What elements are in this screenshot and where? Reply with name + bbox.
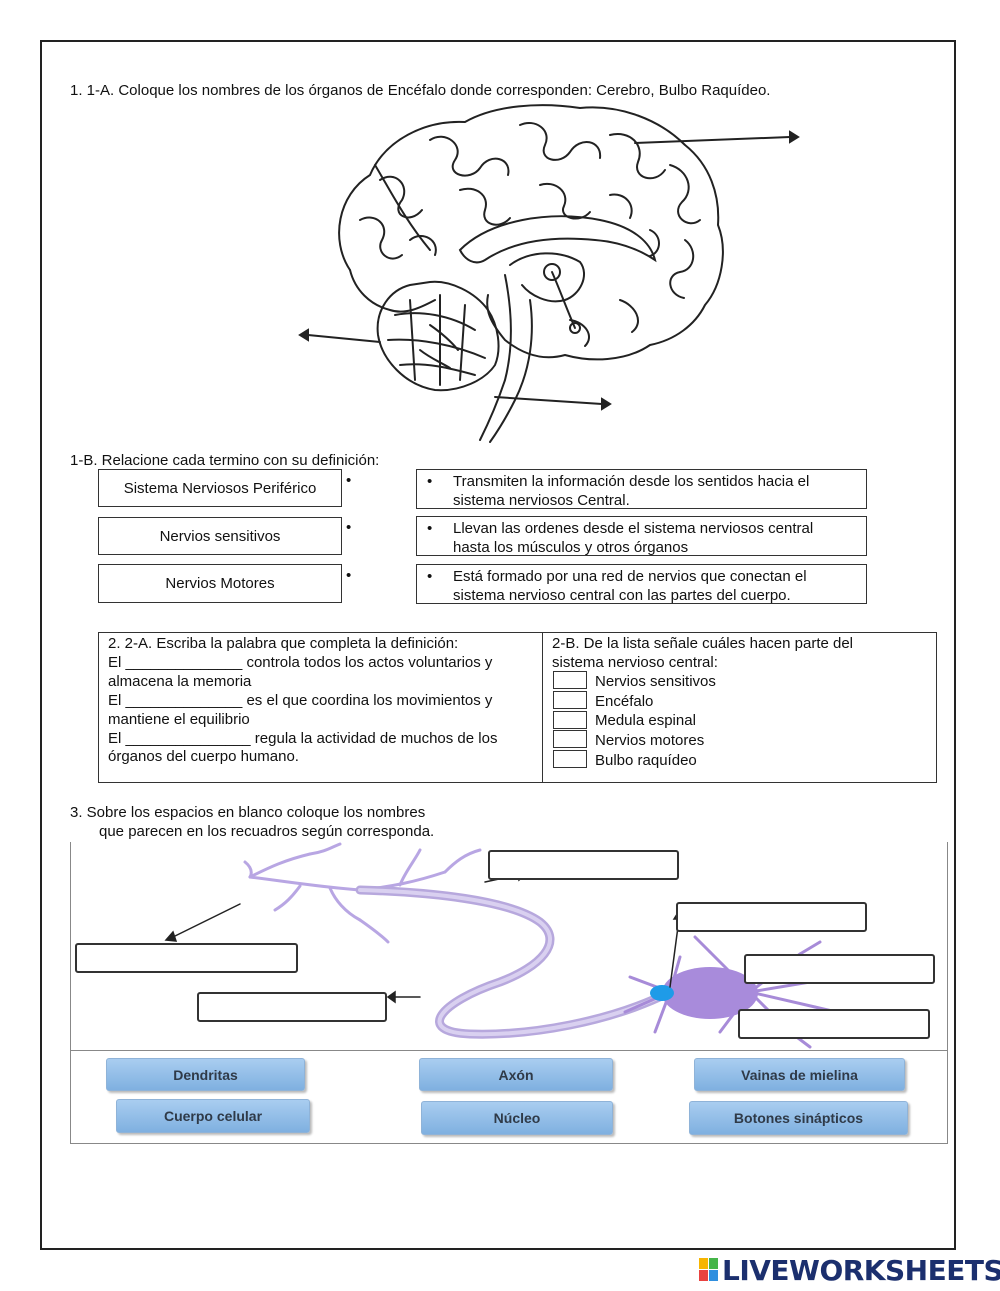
answer-box-2[interactable] — [75, 943, 298, 973]
answer-box-1[interactable] — [488, 850, 679, 880]
liveworksheets-logo-icon — [699, 1258, 719, 1282]
word-dendritas[interactable]: Dendritas — [106, 1058, 305, 1091]
option-1: Nervios sensitivos — [595, 673, 716, 690]
word-botones-sinapticos[interactable]: Botones sinápticos — [689, 1101, 908, 1135]
q2a-line-5: mantiene el equilibrio — [108, 711, 250, 728]
bullet-icon: • — [427, 568, 433, 585]
q2b-line-1: 2-B. De la lista señale cuáles hacen par… — [552, 635, 854, 652]
definition-1[interactable]: • Transmiten la información desde los se… — [416, 469, 867, 509]
bullet-icon: • — [427, 520, 433, 537]
term-dot-1[interactable]: • — [346, 472, 352, 489]
checkbox-5[interactable] — [553, 750, 587, 768]
q2-table — [98, 632, 937, 783]
definition-2-line-2: hasta los músculos y otros órganos — [453, 539, 689, 556]
checkbox-1[interactable] — [553, 671, 587, 689]
term-dot-2[interactable]: • — [346, 519, 352, 536]
word-nucleo[interactable]: Núcleo — [421, 1101, 613, 1135]
definition-3-line-2: sistema nervioso central con las partes … — [453, 587, 791, 604]
q2a-line-3: almacena la memoria — [108, 673, 252, 690]
checkbox-2[interactable] — [553, 691, 587, 709]
q1a-title: 1. 1-A. Coloque los nombres de los órgan… — [70, 82, 771, 99]
q2a-line-6: El _______________ regula la actividad d… — [108, 730, 498, 747]
q2a-line-1: 2. 2-A. Escriba la palabra que completa … — [108, 635, 459, 652]
answer-box-4[interactable] — [744, 954, 935, 984]
option-3: Medula espinal — [595, 712, 696, 729]
term-1[interactable]: Sistema Nerviosos Periférico — [98, 469, 342, 507]
definition-3[interactable]: • Está formado por una red de nervios qu… — [416, 564, 867, 604]
answer-box-3[interactable] — [676, 902, 867, 932]
q2a-line-4: El ______________ es el que coordina los… — [108, 692, 493, 709]
page-frame — [40, 40, 956, 1250]
checkbox-3[interactable] — [553, 711, 587, 729]
definition-1-line-1: Transmiten la información desde los sent… — [453, 473, 810, 490]
option-2: Encéfalo — [595, 693, 654, 710]
liveworksheets-logo: LIVEWORKSHEETS — [722, 1254, 1000, 1287]
neuron-frame-right — [947, 842, 948, 1144]
brain-diagram — [298, 104, 800, 443]
neuron-frame-bottom — [70, 1143, 948, 1144]
word-axon[interactable]: Axón — [419, 1058, 613, 1091]
neuron-frame-divider — [70, 1050, 948, 1051]
checkbox-4[interactable] — [553, 730, 587, 748]
bullet-icon: • — [427, 473, 433, 490]
term-dot-3[interactable]: • — [346, 567, 352, 584]
term-2[interactable]: Nervios sensitivos — [98, 517, 342, 555]
q3-line-1: 3. Sobre los espacios en blanco coloque … — [70, 804, 426, 821]
option-5: Bulbo raquídeo — [595, 752, 697, 769]
definition-1-line-2: sistema nerviosos Central. — [453, 492, 630, 509]
q1b-title: 1-B. Relacione cada termino con su defin… — [70, 452, 380, 469]
q2a-line-2: El ______________ controla todos los act… — [108, 654, 493, 671]
word-vainas-de-mielina[interactable]: Vainas de mielina — [694, 1058, 905, 1091]
q3-line-2: que parecen en los recuadros según corre… — [99, 823, 435, 840]
definition-2[interactable]: • Llevan las ordenes desde el sistema ne… — [416, 516, 867, 556]
definition-3-line-1: Está formado por una red de nervios que … — [453, 568, 807, 585]
q2a-line-7: órganos del cuerpo humano. — [108, 748, 299, 765]
option-4: Nervios motores — [595, 732, 705, 749]
neuron-frame-left — [70, 842, 71, 1144]
term-3[interactable]: Nervios Motores — [98, 564, 342, 603]
q2-divider — [542, 632, 543, 783]
q2b-line-2: sistema nervioso central: — [552, 654, 718, 671]
answer-box-5[interactable] — [197, 992, 387, 1022]
answer-box-6[interactable] — [738, 1009, 930, 1039]
definition-2-line-1: Llevan las ordenes desde el sistema nerv… — [453, 520, 814, 537]
word-cuerpo-celular[interactable]: Cuerpo celular — [116, 1099, 310, 1133]
